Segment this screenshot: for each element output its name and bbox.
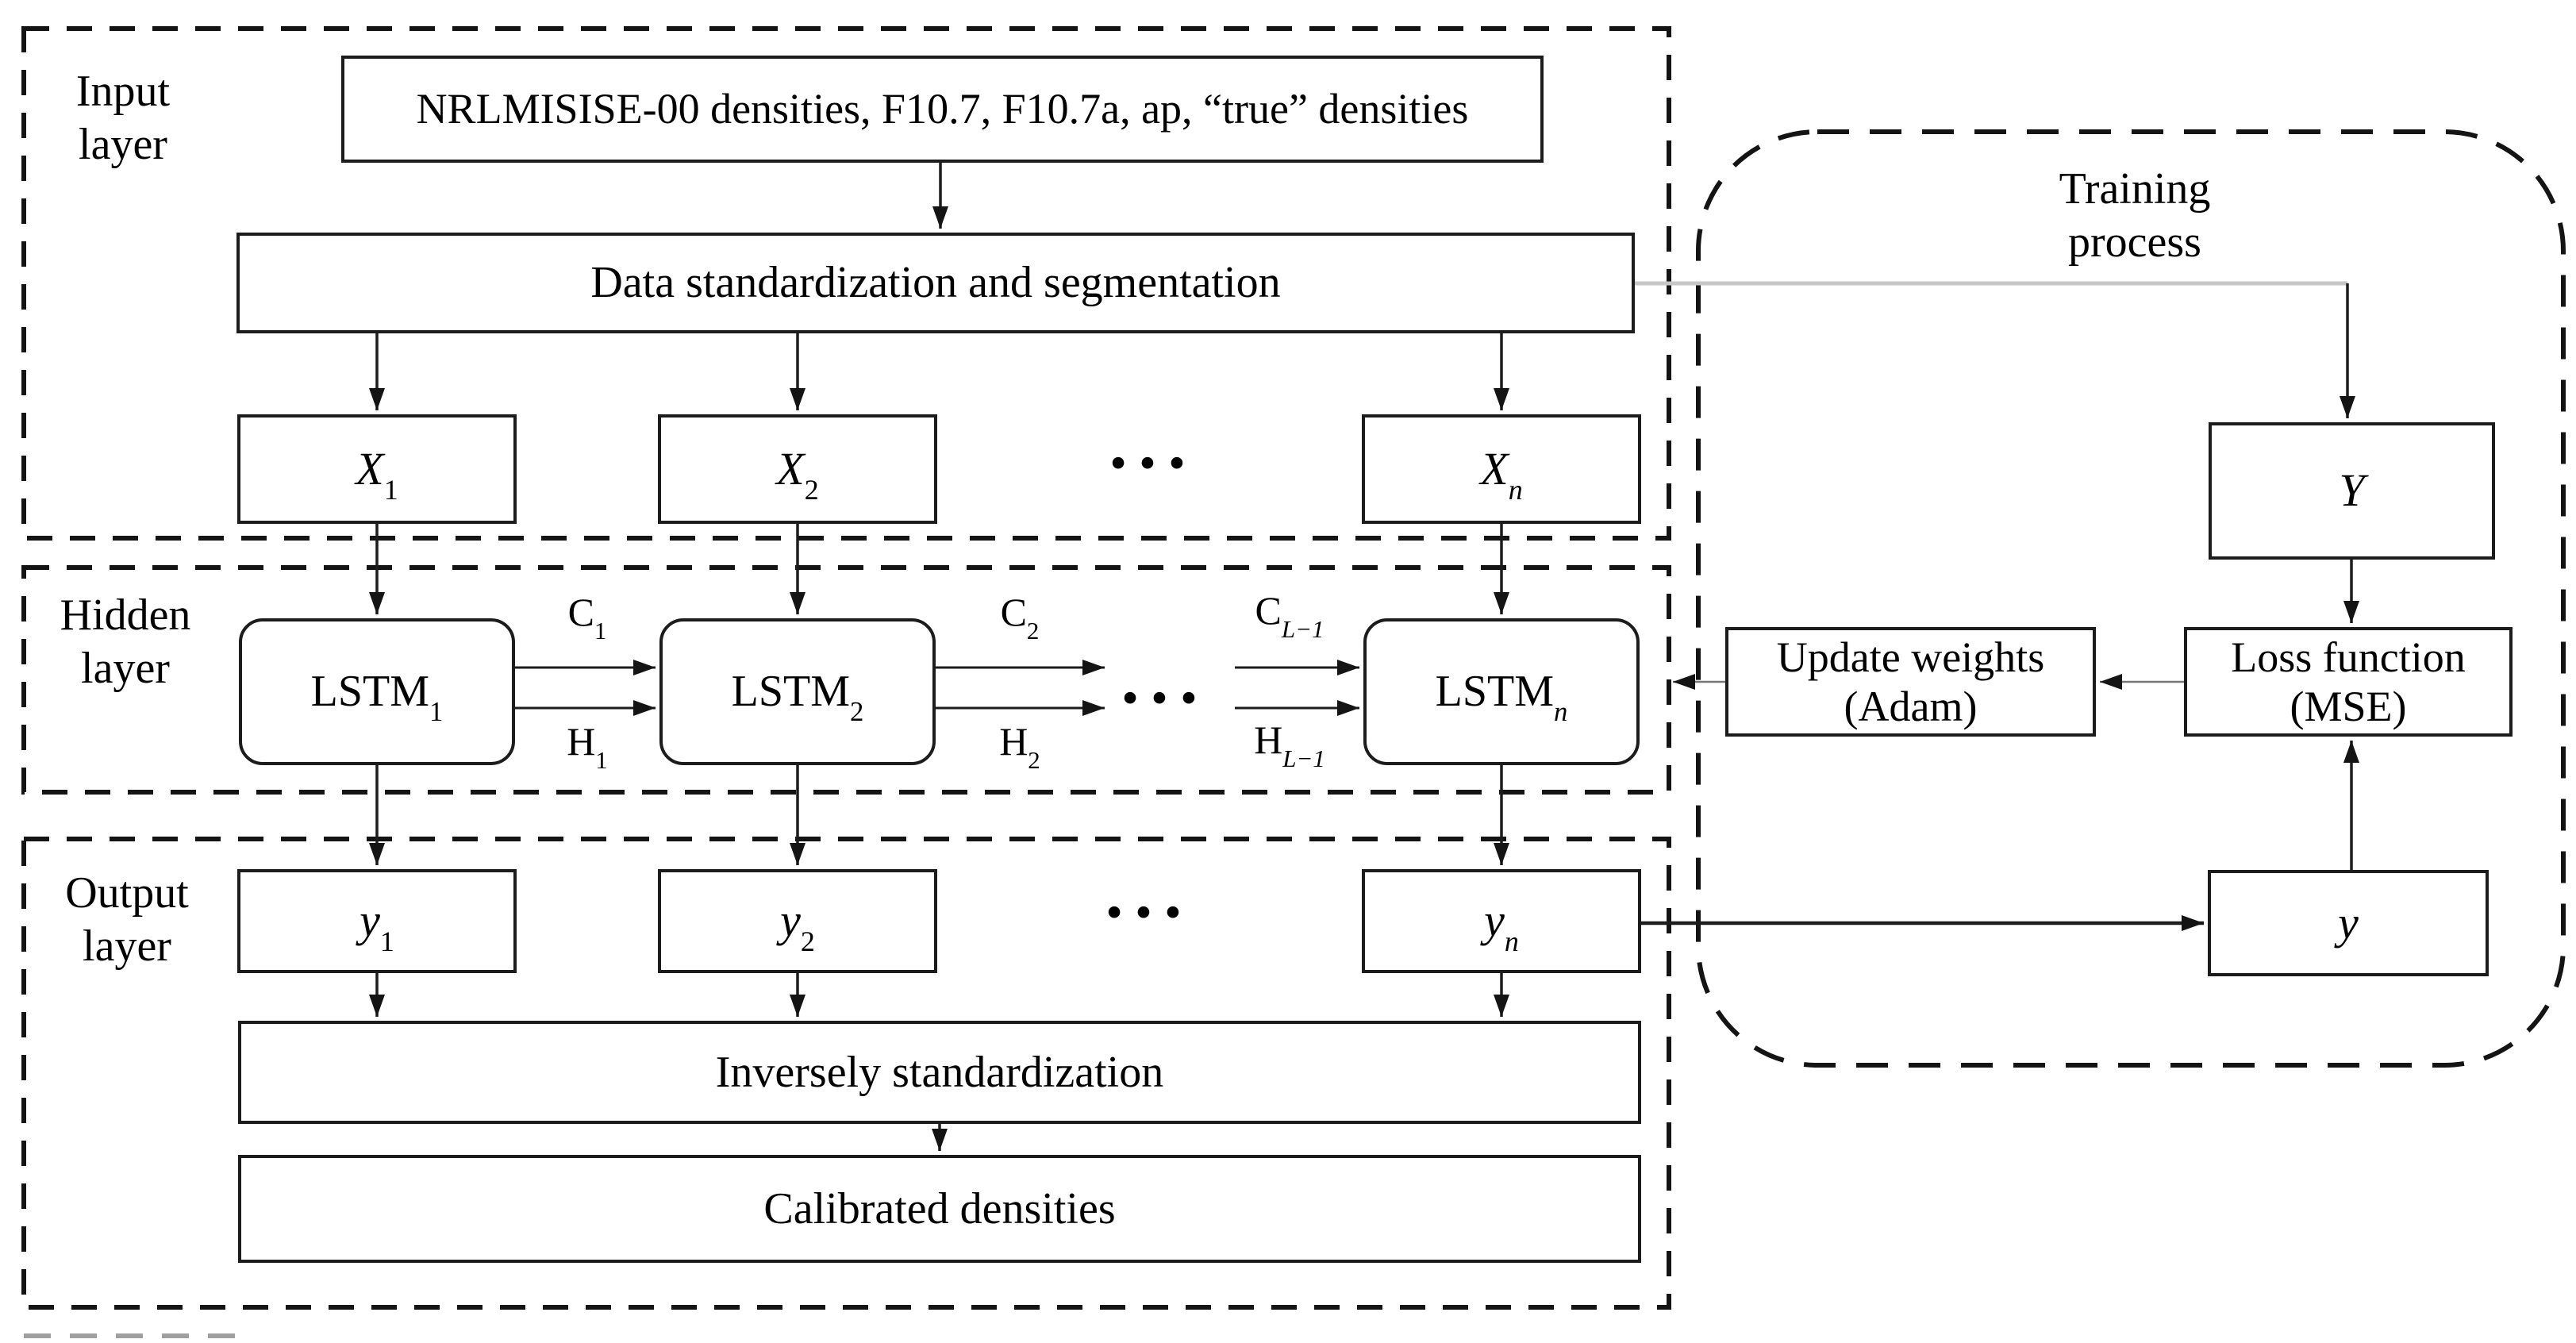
output-row-ellipsis: ••• <box>1106 888 1195 936</box>
lstm2-box: LSTM2 <box>659 618 936 765</box>
h2-state-label: H2 <box>999 719 1040 774</box>
y1-subscript: 1 <box>379 925 394 958</box>
hidden-row-ellipsis: ••• <box>1122 674 1211 722</box>
lstm1-label: LSTM <box>310 667 429 717</box>
inverse-standardization-label: Inversely standardization <box>715 1047 1164 1097</box>
xn-subscript: n <box>1508 473 1523 506</box>
input-layer-label: Input layer <box>75 67 171 170</box>
training-process-border <box>1696 129 2566 1068</box>
update-weights-line1: Update weights <box>1776 633 2045 681</box>
standardization-box: Data standardization and segmentation <box>236 233 1635 333</box>
lstmn-subscript: n <box>1554 695 1568 727</box>
y2-box: y2 <box>658 869 937 973</box>
lstm1-box: LSTM1 <box>239 618 515 765</box>
y2-subscript: 2 <box>800 925 815 958</box>
x1-box: X1 <box>237 414 517 524</box>
prediction-y-box: y <box>2208 870 2489 976</box>
lstm2-label: LSTM <box>731 667 850 717</box>
lstm2-subscript: 2 <box>850 695 864 727</box>
x2-label: X <box>776 442 805 494</box>
update-weights-box: Update weights (Adam) <box>1725 627 2096 737</box>
calibrated-densities-label: Calibrated densities <box>763 1183 1116 1233</box>
lstm1-subscript: 1 <box>429 695 444 727</box>
state-arrows <box>515 660 1359 716</box>
hl-state-label: HL−1 <box>1254 718 1325 772</box>
input-source-label: NRLMISISE-00 densities, F10.7, F10.7a, a… <box>416 85 1469 133</box>
calibrated-densities-box: Calibrated densities <box>238 1155 1641 1263</box>
yn-subscript: n <box>1504 925 1519 958</box>
hidden-layer-label: Hidden layer <box>60 591 191 694</box>
x2-subscript: 2 <box>804 473 819 506</box>
column-arrows <box>369 163 1509 1151</box>
target-Y-box: Y <box>2209 422 2495 560</box>
y2-label: y <box>780 895 801 947</box>
training-process-label: Training process <box>1992 163 2278 269</box>
input-row-ellipsis: ••• <box>1110 439 1199 487</box>
x1-label: X <box>356 442 384 494</box>
training-arrows <box>1641 560 2359 931</box>
c2-state-label: C2 <box>1000 590 1040 645</box>
y1-label: y <box>359 895 380 947</box>
output-layer-label: Output layer <box>65 868 189 972</box>
loss-function-line2: (MSE) <box>2290 683 2407 730</box>
xn-label: X <box>1480 442 1509 494</box>
inverse-standardization-box: Inversely standardization <box>238 1021 1641 1124</box>
loss-function-line1: Loss function <box>2231 633 2466 681</box>
std-to-target-connector <box>1635 281 2355 418</box>
training-process-line2: process <box>2068 217 2201 267</box>
training-process-line1: Training <box>2059 164 2211 214</box>
yn-box: yn <box>1362 869 1641 973</box>
h1-state-label: H1 <box>567 719 608 774</box>
yn-label: y <box>1484 895 1505 947</box>
xn-box: Xn <box>1362 414 1641 524</box>
y1-box: y1 <box>237 869 517 973</box>
standardization-label: Data standardization and segmentation <box>590 258 1281 308</box>
loss-function-box: Loss function (MSE) <box>2184 627 2513 737</box>
x1-subscript: 1 <box>383 473 398 506</box>
c1-state-label: C1 <box>567 590 607 645</box>
lstmn-box: LSTMn <box>1363 618 1640 765</box>
lstmn-label: LSTM <box>1435 667 1554 717</box>
hidden-layer-border <box>21 565 1671 795</box>
input-source-box: NRLMISISE-00 densities, F10.7, F10.7a, a… <box>341 56 1544 163</box>
target-Y-label: Y <box>2339 464 2365 517</box>
update-weights-line2: (Adam) <box>1844 683 1978 730</box>
x2-box: X2 <box>658 414 937 524</box>
cl-state-label: CL−1 <box>1255 588 1325 643</box>
output-layer-border <box>21 837 1671 1310</box>
prediction-y-label: y <box>2338 896 2359 949</box>
